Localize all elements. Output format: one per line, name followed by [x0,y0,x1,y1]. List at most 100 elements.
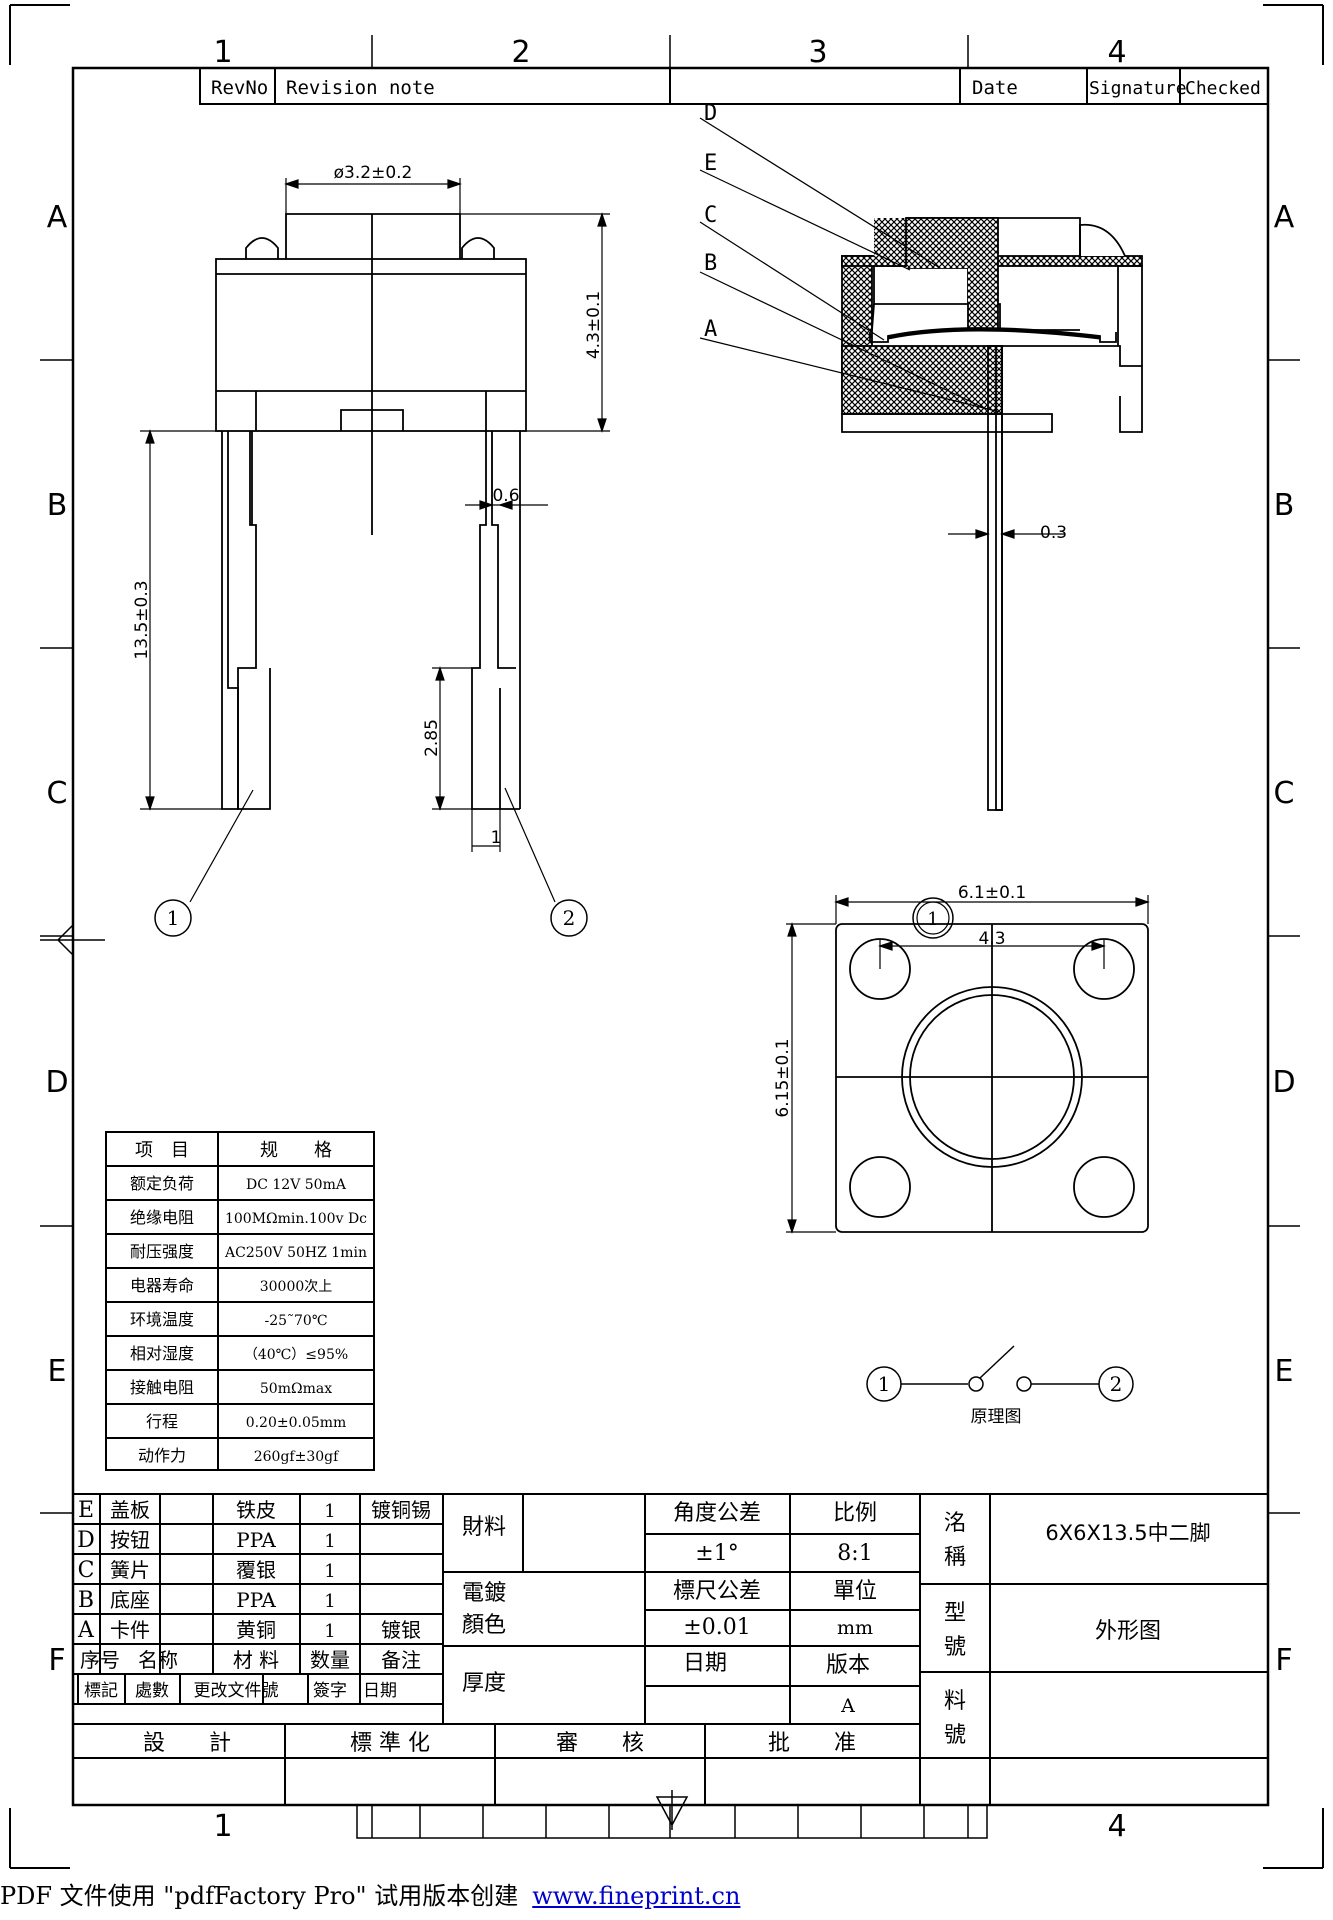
row-label-e-right: E [1275,1354,1294,1389]
spec-header-spec: 规 格 [260,1140,332,1161]
row-label-f: F [48,1643,65,1678]
part-no-label-1: 料 [944,1689,966,1714]
title-block-grid [73,1493,1268,1805]
version-value: A [840,1695,855,1717]
dim-diameter: ø3.2±0.2 [334,163,413,183]
bom-row-id: D [77,1528,95,1553]
revision-table [199,67,1269,105]
row-label-b-right: B [1274,488,1295,523]
dim-tol-label: 標尺公差 [673,1579,761,1604]
unit-label: 單位 [833,1579,877,1604]
corner-marks [9,4,1324,1869]
plating-label-2: 顏色 [462,1613,506,1638]
part-no-label-2: 號 [944,1723,966,1748]
spec-row-value: 0.20±0.05mm [246,1415,347,1431]
dim-top-width: 6.1±0.1 [958,883,1026,903]
reference-strip [356,1804,988,1839]
col-label-4-bottom: 4 [1107,1809,1126,1844]
bom-header-seq: 序号 [80,1648,120,1672]
bom-row-material: 铁皮 [236,1498,276,1522]
bom-row-id: C [78,1558,95,1583]
drawing-sheet: 1 2 3 4 1 4 A B C D E F A B C D E F RevN… [9,4,1324,1869]
sign-row-date: 日期 [363,1681,397,1701]
bom-row-material: 覆银 [236,1558,276,1582]
bom-row-material: 黄铜 [236,1618,276,1642]
sign-row-signature: 簽字 [313,1681,347,1701]
model-label-2: 號 [944,1635,966,1660]
dim-pin-length: 13.5±0.3 [132,580,152,659]
ratio-value: 8:1 [837,1541,872,1566]
ratio-label: 比例 [833,1501,877,1526]
name-label-2: 稱 [944,1545,966,1570]
sign-review: 審 核 [556,1731,644,1756]
col-label-3: 3 [808,35,827,70]
section-label-a: A [704,317,717,342]
col-label-2: 2 [511,35,530,70]
version-label: 版本 [826,1653,870,1678]
date-header: Date [972,77,1018,99]
thickness-label: 厚度 [462,1671,506,1696]
bom-row-qty: 1 [324,1621,335,1642]
dim-top-height: 6.15±0.1 [773,1038,793,1117]
col-label-1: 1 [213,35,232,70]
spec-row-label: 绝缘电阻 [130,1208,194,1227]
bom-row-material: PPA [236,1588,276,1612]
dim-height: 4.3±0.1 [584,291,604,359]
bom-row-qty: 1 [324,1531,335,1552]
row-label-a: A [47,200,68,235]
spec-row-value: AC250V 50HZ 1min [224,1245,367,1261]
dim-pin-tip: 2.85 [422,719,442,757]
front-view-dimensions [140,178,610,903]
svg-text:1: 1 [167,906,180,930]
unit-value: mm [837,1617,873,1639]
dim-top-pitch: 4.3 [978,929,1005,949]
front-view [215,213,527,810]
callout-1: 1 [154,899,192,937]
plating-label-1: 電鍍 [462,1581,506,1606]
schematic [866,1345,1134,1402]
bom-row-name: 盖板 [110,1498,150,1522]
top-view-dimensions [786,895,1150,1234]
bom-row-name: 簧片 [110,1558,150,1582]
bom-row-id: B [78,1588,94,1613]
schematic-node-2: 2 [1110,1372,1123,1396]
spec-row-value: -25˜70℃ [264,1313,327,1329]
col-label-1-bottom: 1 [213,1809,232,1844]
dim-pin-thickness: 0.3 [1040,523,1067,543]
dim-pin-step: 1 [491,828,502,848]
bom-row-id: A [77,1618,95,1643]
bom-row-name: 按钮 [110,1528,150,1552]
angle-tol-value: ±1° [695,1541,738,1566]
rev-no-header: RevNo [211,77,268,99]
spec-row-label: 行程 [146,1412,178,1431]
section-view [841,217,1143,811]
bom-row-material: PPA [236,1528,276,1552]
material-label: 財料 [462,1515,506,1540]
row-label-e: E [48,1354,67,1389]
pin-marker: 1 [912,897,954,939]
spec-row-value: 100MΩmin.100v Dc [225,1211,367,1227]
row-label-a-right: A [1274,200,1295,235]
dim-tol-value: ±0.01 [683,1615,750,1640]
bom-row-qty: 1 [324,1501,335,1522]
spec-row-label: 额定负荷 [130,1174,194,1193]
section-label-d: D [704,101,717,126]
footer-link[interactable]: www.fineprint.cn [532,1882,741,1910]
spec-row-label: 接触电阻 [130,1378,194,1397]
callout-2: 2 [550,899,588,937]
schematic-node-1: 1 [878,1372,891,1396]
bom-header-name: 名称 [138,1648,178,1672]
sign-row-mark: 標記 [84,1681,118,1701]
bom-header-material: 材 料 [233,1648,279,1672]
spec-row-value: 30000次上 [260,1279,333,1295]
spec-row-label: 电器寿命 [130,1276,194,1295]
section-label-c: C [704,203,717,228]
bom-row-id: E [78,1498,94,1523]
spec-row-label: 耐压强度 [130,1242,194,1261]
bom-row-note: 镀铜锡 [371,1498,431,1522]
date-label: 日期 [683,1651,727,1676]
sign-row-count: 處數 [135,1681,169,1701]
row-label-f-right: F [1275,1643,1292,1678]
spec-row-value: （40℃）≤95% [244,1347,348,1363]
